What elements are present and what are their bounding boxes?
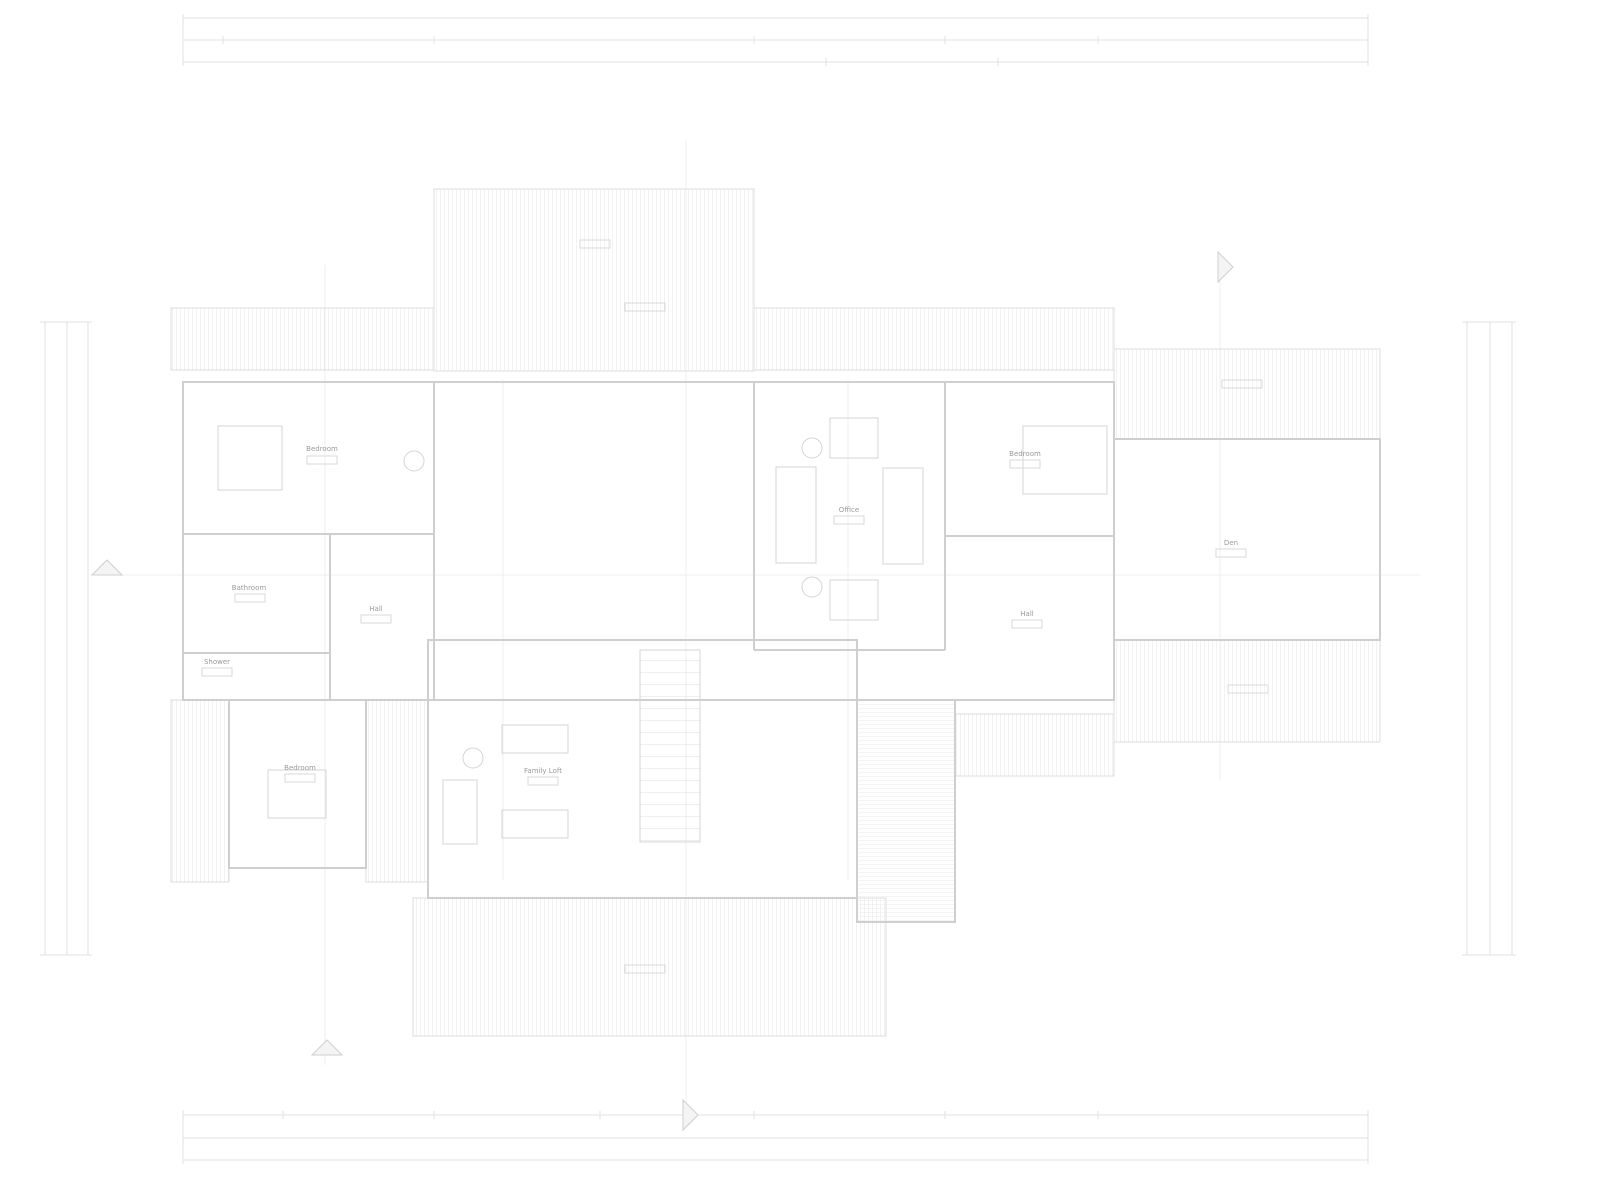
room-label-den: Den xyxy=(1224,539,1238,547)
bottom-dimension-lines xyxy=(182,1110,1369,1164)
room-label-shower: Shower xyxy=(204,658,230,666)
right-dimension-lines xyxy=(1462,321,1516,956)
room-label-bedroom-east: Bedroom xyxy=(1009,450,1041,458)
furniture xyxy=(217,417,1108,845)
room-label-office: Office xyxy=(839,506,859,514)
top-dimension-lines xyxy=(182,14,1369,66)
room-labels: Bedroom Bathroom Hall Shower Bedroom Off… xyxy=(204,445,1238,775)
roof-deck-hatch xyxy=(170,188,1381,1037)
room-label-bathroom-west: Bathroom xyxy=(232,584,267,592)
room-label-hall-east: Hall xyxy=(1020,610,1033,618)
room-label-hall-west: Hall xyxy=(369,605,382,613)
room-label-family-loft: Family Loft xyxy=(524,767,562,775)
room-label-bedroom-south: Bedroom xyxy=(284,764,316,772)
section-markers xyxy=(90,250,1234,1132)
room-label-bedroom-west: Bedroom xyxy=(306,445,338,453)
left-dimension-lines xyxy=(40,321,92,956)
stairs xyxy=(639,649,701,843)
room-tags xyxy=(201,239,1269,974)
